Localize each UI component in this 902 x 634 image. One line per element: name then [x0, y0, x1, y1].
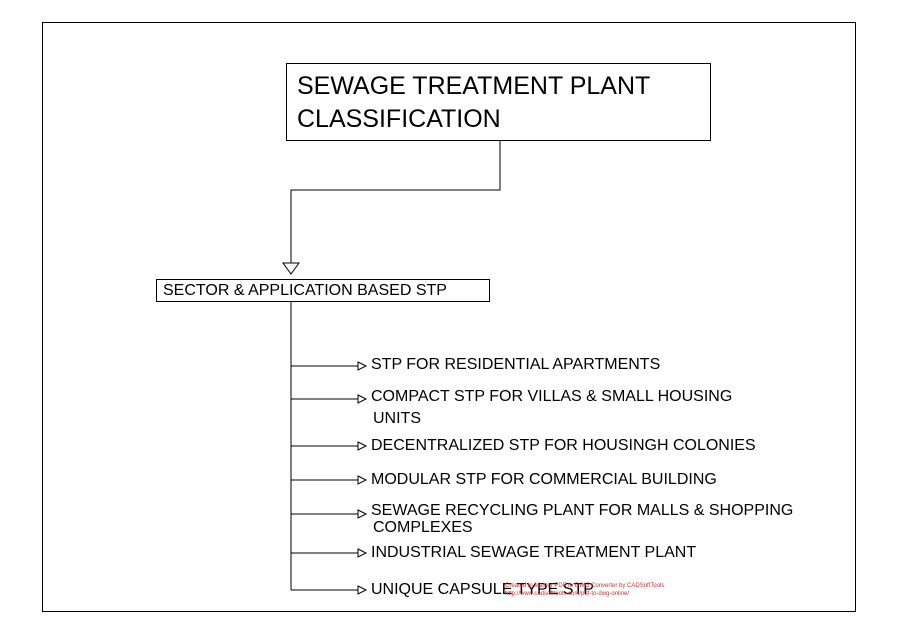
list-item: DECENTRALIZED STP FOR HOUSINGH COLONIES: [371, 436, 756, 455]
item-label: UNIQUE CAPSULE TYPE STP: [371, 581, 594, 598]
branch-arrowhead: [357, 361, 368, 371]
list-item: STP FOR RESIDENTIAL APARTMENTS: [371, 355, 660, 374]
item-label: SEWAGE RECYCLING PLANT FOR MALLS & SHOPP…: [371, 502, 794, 519]
drawing-frame: [42, 22, 856, 612]
watermark-line-1: Created in Master PDF to DWG Converter b…: [505, 583, 665, 589]
watermark: Created in Master PDF to DWG Converter b…: [505, 582, 664, 598]
title-line-1: SEWAGE TREATMENT PLANT: [297, 72, 651, 100]
list-item: INDUSTRIAL SEWAGE TREATMENT PLANT: [371, 543, 696, 562]
watermark-line-2: http://www.cadsofttools.com/pdf-to-dwg-o…: [505, 591, 630, 597]
item-label: DECENTRALIZED STP FOR HOUSINGH COLONIES: [371, 437, 756, 454]
item-label-cont: UNITS: [373, 410, 421, 427]
list-item: UNIQUE CAPSULE TYPE STP: [371, 580, 594, 599]
sector-arrowhead: [282, 262, 300, 275]
item-label: MODULAR STP FOR COMMERCIAL BUILDING: [371, 471, 717, 488]
item-label: COMPACT STP FOR VILLAS & SMALL HOUSING: [371, 388, 733, 405]
branch-arrowhead: [357, 548, 368, 558]
list-item: MODULAR STP FOR COMMERCIAL BUILDING: [371, 470, 717, 489]
branch-arrowhead: [357, 509, 368, 519]
item-label-cont: COMPLEXES: [373, 519, 473, 536]
branch-arrowhead: [357, 394, 368, 404]
branch-arrowhead: [357, 441, 368, 451]
item-label: STP FOR RESIDENTIAL APARTMENTS: [371, 356, 661, 373]
branch-arrowhead: [357, 475, 368, 485]
list-item: SEWAGE RECYCLING PLANT FOR MALLS & SHOPP…: [371, 502, 793, 536]
title-box: SEWAGE TREATMENT PLANT CLASSIFICATION: [286, 63, 711, 141]
branch-arrowhead: [357, 585, 368, 595]
list-item: COMPACT STP FOR VILLAS & SMALL HOUSING U…: [371, 387, 732, 428]
sector-box: SECTOR & APPLICATION BASED STP: [156, 279, 490, 302]
title-connector: [290, 141, 501, 263]
item-label: INDUSTRIAL SEWAGE TREATMENT PLANT: [371, 544, 697, 561]
title-line-2: CLASSIFICATION: [297, 105, 501, 133]
